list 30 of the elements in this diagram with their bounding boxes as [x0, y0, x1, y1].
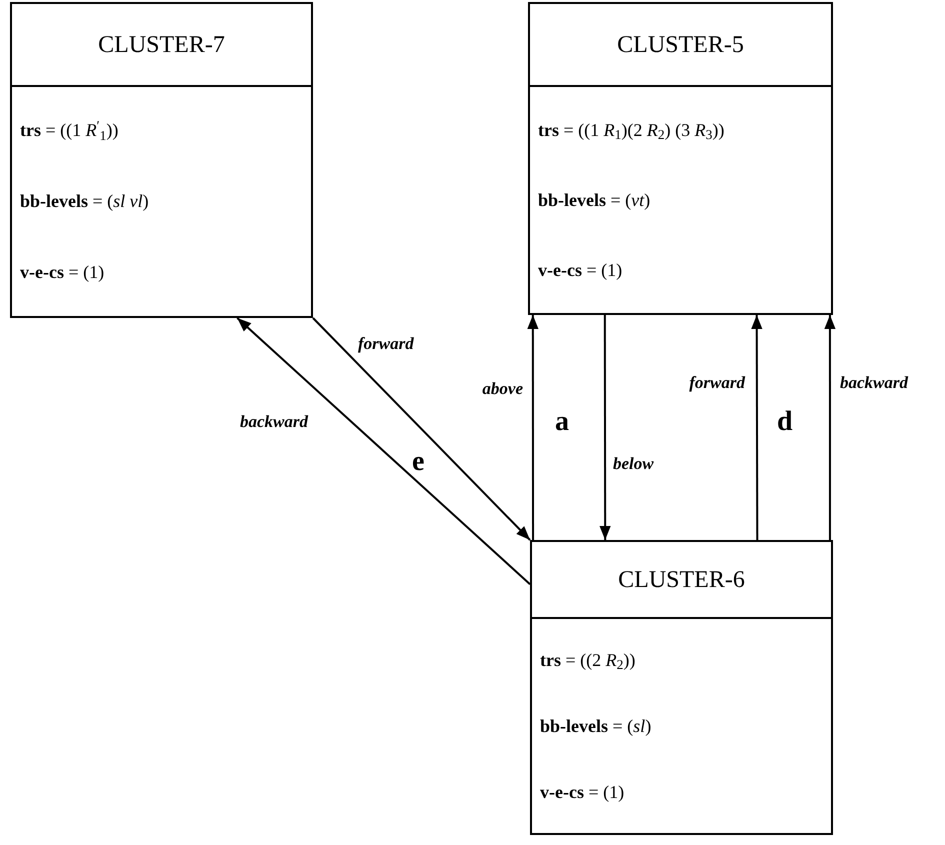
arrow: [527, 315, 538, 540]
arrow: [824, 315, 836, 540]
edge-label: forward: [689, 374, 745, 391]
attribute-text: trs = ((1 R$_{1}$)(2 R$_{2}$) (3 R$_{3}$)): [538, 118, 726, 142]
cluster-box: [10, 2, 313, 318]
edge-label: forward: [358, 335, 414, 352]
arrow: [751, 315, 762, 540]
region-letter: a: [555, 408, 569, 436]
attribute-text: bb-levels = (vt): [538, 188, 652, 212]
edge-label: backward: [240, 413, 308, 430]
cluster-title: CLUSTER-7: [98, 30, 225, 60]
attribute-text: trs = ((1 R$^{′}$$_{1}$)): [20, 119, 120, 142]
edge-label: backward: [840, 374, 908, 391]
cluster-box: [528, 2, 833, 315]
attribute-text: bb-levels = (sl): [540, 714, 652, 738]
cluster-box: [530, 540, 833, 835]
region-letter: d: [777, 408, 793, 436]
cluster-title: CLUSTER-5: [617, 30, 744, 60]
attribute-text: v-e-cs = (1): [20, 261, 106, 284]
edge-label: above: [482, 380, 523, 397]
arrow: [600, 315, 611, 540]
region-letter: e: [412, 448, 424, 476]
attribute-text: trs = ((2 R$_{2}$)): [540, 648, 636, 672]
attribute-text: v-e-cs = (1): [540, 780, 626, 804]
edge-label: below: [613, 455, 654, 472]
cluster-title: CLUSTER-6: [618, 566, 745, 594]
attribute-text: bb-levels = (sl vl): [20, 190, 150, 213]
arrow: [236, 317, 531, 585]
attribute-text: v-e-cs = (1): [538, 258, 624, 282]
arrow: [312, 317, 531, 541]
